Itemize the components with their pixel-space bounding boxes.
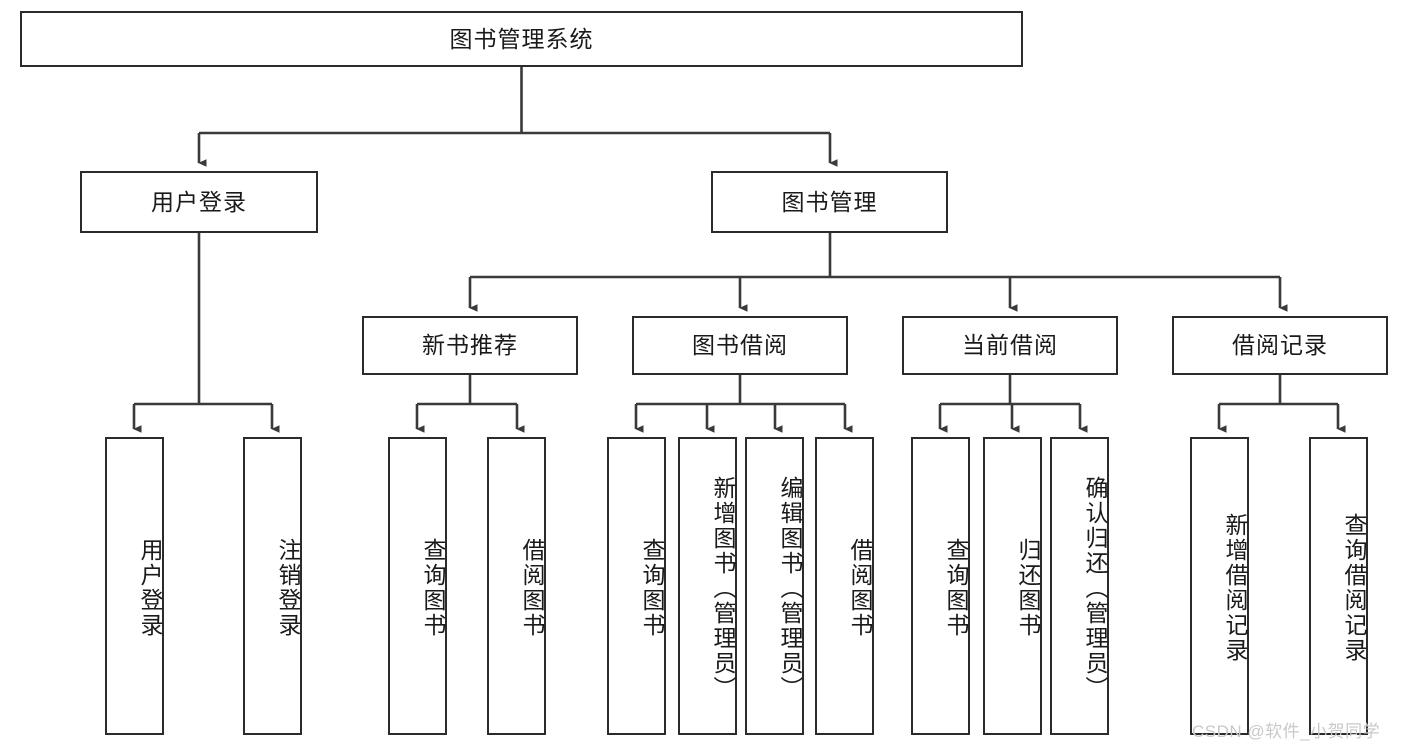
node-label: 注销登录: [275, 538, 301, 638]
leaf-edit-book-admin[interactable]: 编辑图书（管理员）: [745, 437, 804, 735]
leaf-query-book-recommend[interactable]: 查询图书: [388, 437, 447, 735]
node-current-borrow[interactable]: 当前借阅: [902, 316, 1118, 375]
leaf-query-borrow-record[interactable]: 查询借阅记录: [1309, 437, 1368, 735]
node-label: 用户登录: [137, 538, 163, 638]
node-label: 查询图书: [943, 538, 969, 638]
leaf-query-book-borrow[interactable]: 查询图书: [607, 437, 666, 735]
node-label: 借阅图书: [847, 538, 873, 638]
node-new-book-recommend[interactable]: 新书推荐: [362, 316, 578, 375]
node-label: 图书管理系统: [449, 25, 594, 52]
leaf-user-login[interactable]: 用户登录: [105, 437, 164, 735]
node-root-system[interactable]: 图书管理系统: [20, 11, 1023, 67]
leaf-borrow-book[interactable]: 借阅图书: [815, 437, 874, 735]
node-label: 新增借阅记录: [1222, 513, 1248, 663]
node-label: 新书推荐: [422, 332, 518, 359]
leaf-add-borrow-record[interactable]: 新增借阅记录: [1190, 437, 1249, 735]
node-label: 当前借阅: [962, 332, 1058, 359]
node-label: 查询借阅记录: [1341, 513, 1367, 663]
node-label: 借阅记录: [1232, 332, 1328, 359]
node-label: 新增图书（管理员）: [710, 475, 736, 701]
node-label: 图书管理: [781, 188, 878, 215]
node-borrow-record[interactable]: 借阅记录: [1172, 316, 1388, 375]
leaf-query-book-current[interactable]: 查询图书: [911, 437, 970, 735]
node-label: 借阅图书: [519, 538, 545, 638]
node-label: 确认归还（管理员）: [1082, 475, 1108, 701]
node-label: 图书借阅: [692, 332, 788, 359]
node-user-login[interactable]: 用户登录: [80, 171, 318, 233]
leaf-borrow-book-recommend[interactable]: 借阅图书: [487, 437, 546, 735]
node-label: 编辑图书（管理员）: [777, 475, 803, 701]
leaf-confirm-return-admin[interactable]: 确认归还（管理员）: [1050, 437, 1109, 735]
leaf-logout[interactable]: 注销登录: [243, 437, 302, 735]
node-label: 查询图书: [420, 538, 446, 638]
leaf-add-book-admin[interactable]: 新增图书（管理员）: [678, 437, 737, 735]
node-label: 用户登录: [151, 188, 247, 215]
node-label: 查询图书: [639, 538, 665, 638]
node-book-management[interactable]: 图书管理: [711, 171, 948, 233]
leaf-return-book[interactable]: 归还图书: [983, 437, 1042, 735]
node-label: 归还图书: [1015, 538, 1041, 638]
node-book-borrow[interactable]: 图书借阅: [632, 316, 848, 375]
